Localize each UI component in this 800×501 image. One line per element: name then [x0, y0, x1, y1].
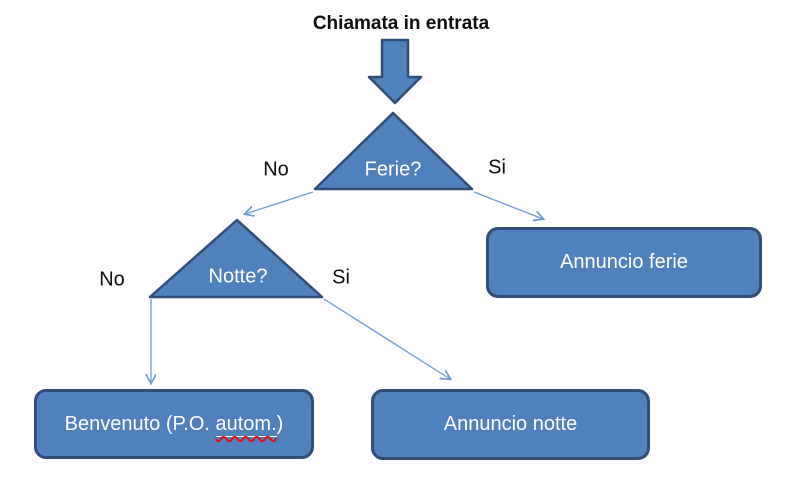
- incoming-call-arrow-icon: [367, 38, 423, 105]
- decision-notte-triangle: [148, 218, 324, 299]
- box-annuncio-ferie-label: Annuncio ferie: [560, 251, 688, 273]
- box-benvenuto-label-prefix: Benvenuto (P.O.: [64, 412, 216, 435]
- box-annuncio-ferie: Annuncio ferie: [486, 227, 762, 298]
- decision-notte-question: Notte?: [208, 265, 268, 288]
- box-benvenuto-label: Benvenuto (P.O. autom.): [64, 412, 284, 437]
- connector-ferie-no: [245, 191, 314, 214]
- connector-notte-si: [323, 298, 450, 379]
- box-benvenuto-label-suffix: ): [276, 412, 284, 435]
- decision-ferie-triangle: [313, 111, 474, 191]
- box-annuncio-notte-label: Annuncio notte: [443, 413, 578, 435]
- box-benvenuto-label-misspelled-word: autom.: [215, 412, 277, 437]
- box-benvenuto: Benvenuto (P.O. autom.): [34, 389, 314, 459]
- box-annuncio-notte: Annuncio notte: [371, 389, 650, 460]
- diagram-title: Chiamata in entrata: [312, 13, 490, 34]
- connector-ferie-si: [473, 191, 543, 219]
- label-si-notte: Si: [332, 266, 350, 289]
- label-si-ferie: Si: [488, 156, 506, 179]
- label-no-notte: No: [99, 268, 125, 291]
- label-no-ferie: No: [263, 158, 289, 181]
- decision-ferie-question: Ferie?: [364, 158, 422, 181]
